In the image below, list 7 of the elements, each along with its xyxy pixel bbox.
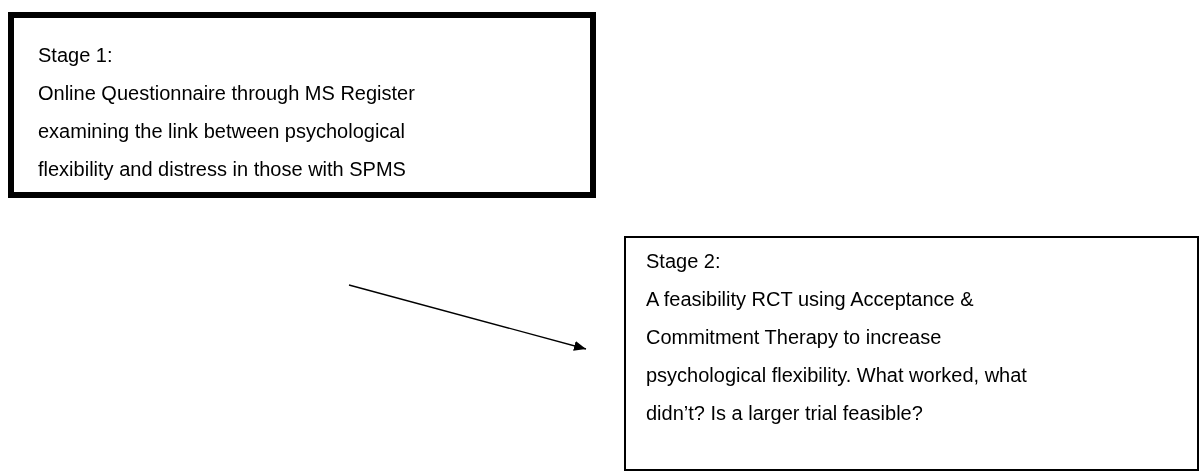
stage-description: A feasibility RCT using Acceptance & Commitment Therapy to increase psychological flexibility. What worked, what didn’t? Is a larger trial feasible? [646, 287, 1028, 426]
stage-heading: Stage 1: [38, 43, 114, 68]
stage-box [624, 236, 1199, 471]
stage-box [8, 12, 596, 198]
arrow [348, 284, 587, 351]
stage-description: Online Questionnaire through MS Register examining the link between psychological flexibility and distress in those with SPMS [38, 81, 416, 182]
stage-heading: Stage 2: [646, 249, 722, 274]
